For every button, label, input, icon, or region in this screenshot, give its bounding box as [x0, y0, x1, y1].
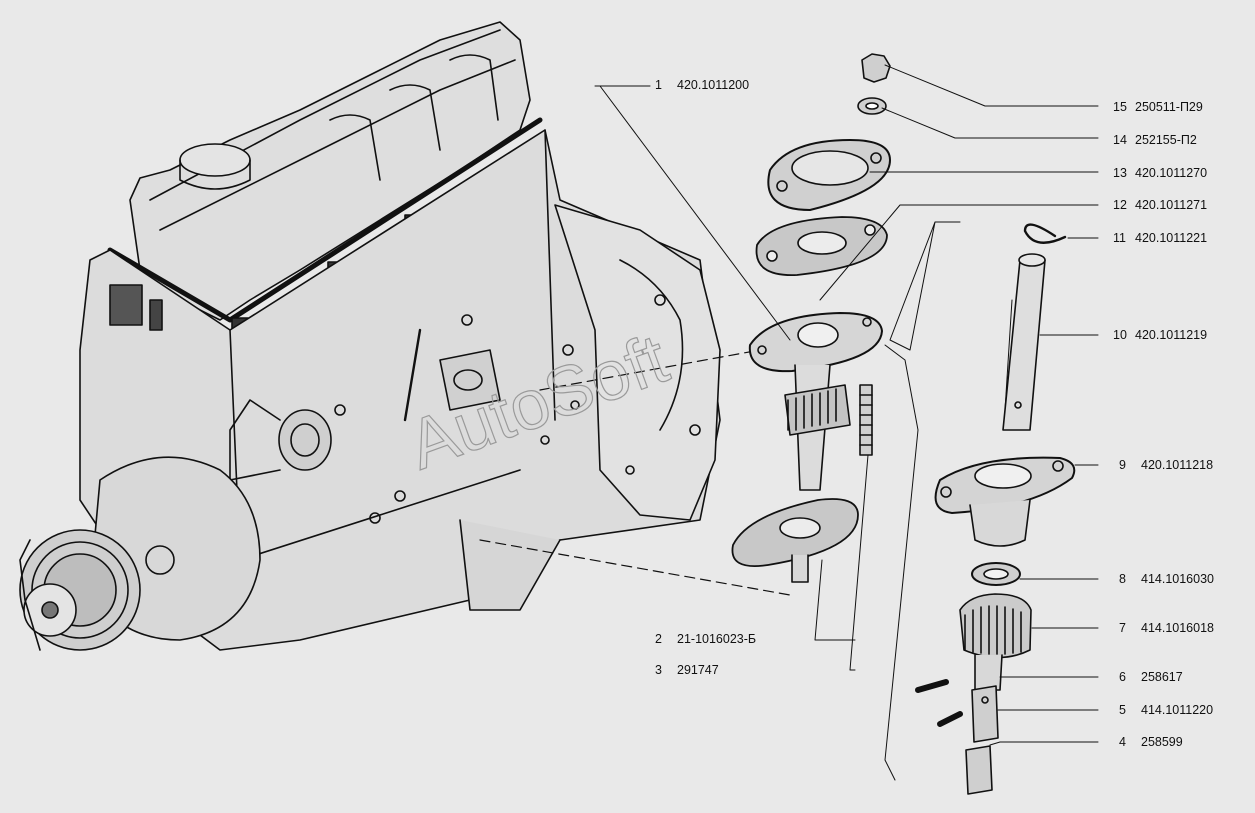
callout-part-code: 414.1011220	[1141, 703, 1214, 717]
callout-part-code: 291747	[677, 663, 719, 677]
callout-number: 3	[655, 663, 662, 677]
callout-part-code: 414.1016030	[1141, 572, 1214, 586]
callout-1: 1 420.1011200	[655, 78, 749, 92]
leader-lines	[594, 64, 1099, 781]
callout-3: 3 291747	[655, 663, 719, 677]
callout-13: 13 420.1011270	[1113, 166, 1207, 180]
callout-number: 12	[1113, 198, 1127, 212]
callout-number: 5	[1119, 703, 1126, 717]
callout-9: 9 420.1011218	[1119, 458, 1213, 472]
callout-number: 11	[1113, 231, 1126, 245]
callout-4: 4 258599	[1119, 735, 1183, 749]
callout-14: 14 252155-П2	[1113, 133, 1197, 147]
callout-part-code: 420.1011219	[1135, 328, 1208, 342]
callout-11: 11 420.1011221	[1113, 231, 1207, 245]
callout-part-code: 258599	[1141, 735, 1183, 749]
callout-6: 6 258617	[1119, 670, 1183, 684]
callout-number: 8	[1119, 572, 1126, 586]
callout-part-code: 420.1011271	[1135, 198, 1208, 212]
callout-part-code: 250511-П29	[1135, 100, 1203, 114]
callout-2: 2 21-1016023-Б	[655, 632, 756, 646]
callout-part-code: 420.1011270	[1135, 166, 1208, 180]
callout-number: 15	[1113, 100, 1127, 114]
callout-part-code: 414.1016018	[1141, 621, 1214, 635]
callout-5: 5 414.1011220	[1119, 703, 1213, 717]
callout-number: 1	[655, 78, 662, 92]
callout-number: 2	[655, 632, 662, 646]
center-parts-stack	[731, 139, 891, 583]
callout-number: 7	[1119, 621, 1126, 635]
callout-7: 7 414.1016018	[1119, 621, 1214, 635]
callout-15: 15 250511-П29	[1113, 100, 1203, 114]
callout-part-code: 420.1011221	[1135, 231, 1208, 245]
callout-number: 10	[1113, 328, 1127, 342]
callout-part-code: 252155-П2	[1135, 133, 1197, 147]
callout-part-code: 258617	[1141, 670, 1183, 684]
callout-number: 4	[1119, 735, 1126, 749]
callout-10: 10 420.1011219	[1113, 328, 1207, 342]
callout-part-code: 420.1011200	[677, 78, 750, 92]
callout-8: 8 414.1016030	[1119, 572, 1214, 586]
callout-number: 14	[1113, 133, 1127, 147]
alignment-dashes	[479, 349, 791, 596]
callout-number: 13	[1113, 166, 1127, 180]
callout-part-code: 21-1016023-Б	[677, 632, 757, 646]
callout-12: 12 420.1011271	[1113, 198, 1207, 212]
callout-number: 6	[1119, 670, 1126, 684]
callout-part-code: 420.1011218	[1141, 458, 1214, 472]
engine-assembly	[19, 21, 721, 651]
callout-number: 9	[1119, 458, 1126, 472]
right-parts-stack	[857, 53, 1076, 795]
